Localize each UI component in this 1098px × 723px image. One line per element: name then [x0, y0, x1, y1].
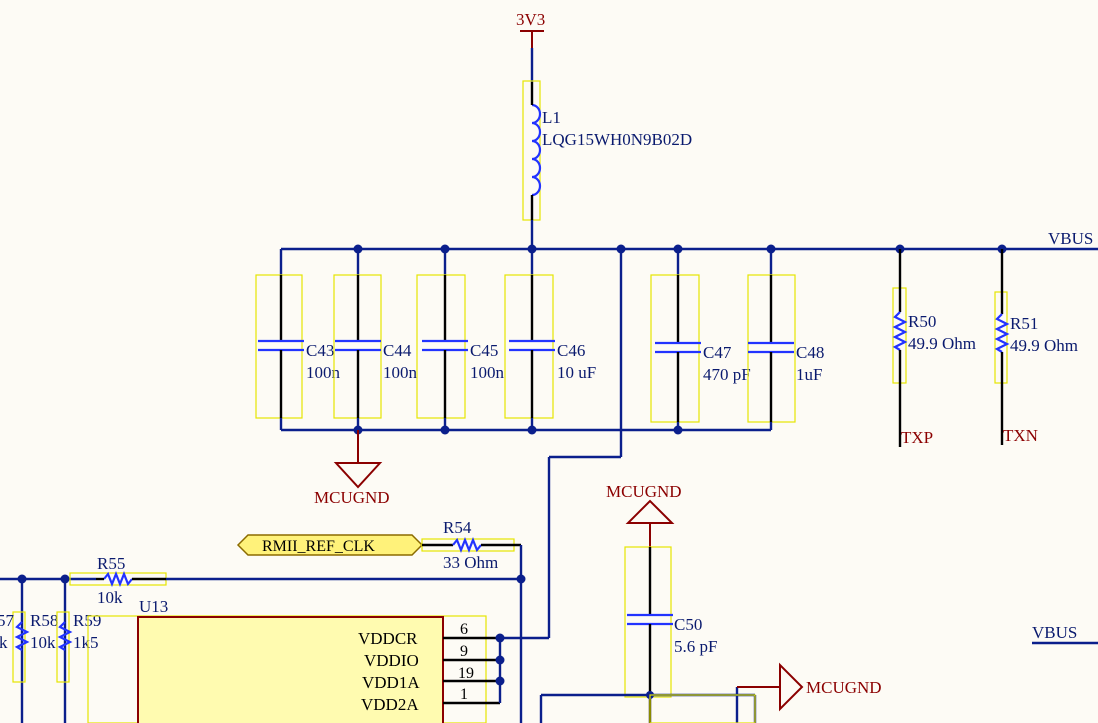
inductor-l1[interactable]: L1 LQG15WH0N9B02D [522, 80, 692, 221]
resistor-r57-partial[interactable]: 57 k [0, 611, 30, 683]
vbus-rail: VBUS [281, 229, 1098, 251]
resistor-r55[interactable]: R55 10k [69, 554, 167, 607]
power-label-3v3: 3V3 [516, 10, 545, 29]
cap-ref: C46 [557, 341, 585, 360]
net-label-txp: TXP [901, 428, 933, 447]
cap-value: 10 uF [557, 363, 596, 382]
ground-label: MCUGND [606, 482, 682, 501]
pin-number: 9 [460, 643, 468, 660]
cap-value: 100n [306, 363, 341, 382]
pin-name: VDDCR [358, 629, 418, 648]
res-value: 33 Ohm [443, 553, 498, 572]
res-value: 1k5 [73, 633, 99, 652]
pin-number: 19 [458, 665, 474, 682]
res-value: 49.9 Ohm [908, 334, 976, 353]
cap-ref: C47 [703, 343, 732, 362]
pin-name: VDD2A [361, 695, 419, 714]
power-port-3v3[interactable]: 3V3 [516, 10, 545, 48]
res-ref: R51 [1010, 314, 1038, 333]
ground-label: MCUGND [314, 488, 390, 507]
capacitor-c50[interactable]: C50 5.6 pF [624, 546, 717, 723]
res-ref: 57 [0, 611, 15, 630]
net-label-txn: TXN [1003, 426, 1038, 445]
capacitor-c44[interactable]: C44 100n [333, 274, 418, 419]
inductor-value: LQG15WH0N9B02D [542, 130, 692, 149]
capacitor-c43[interactable]: C43 100n [255, 274, 341, 419]
ground-symbol-c50[interactable]: MCUGND [606, 482, 682, 547]
cap-ref: C50 [674, 615, 702, 634]
ground-label: MCUGND [806, 678, 882, 697]
ic-u13[interactable]: U13 VDDCR VDDIO VDD1A VDD2A 6 9 19 1 [87, 597, 500, 723]
cap-value: 470 pF [703, 365, 751, 384]
svg-text:VBUS: VBUS [1032, 623, 1077, 642]
cap-value: 100n [383, 363, 418, 382]
inductor-ref: L1 [542, 108, 561, 127]
ic-ref: U13 [139, 597, 168, 616]
res-value: 10k [97, 588, 123, 607]
resistor-r59[interactable]: R59 1k5 [56, 611, 101, 683]
cap-ref: C45 [470, 341, 498, 360]
port-rmii-ref-clk[interactable]: RMII_REF_CLK [236, 534, 424, 556]
res-value: k [0, 633, 8, 652]
cap-value: 5.6 pF [674, 637, 717, 656]
cap-ref: C44 [383, 341, 412, 360]
res-ref: R50 [908, 312, 936, 331]
port-label: RMII_REF_CLK [262, 538, 375, 555]
ground-symbol-caps[interactable]: MCUGND [314, 430, 390, 507]
resistor-r51[interactable]: R51 49.9 Ohm TXN [994, 249, 1078, 445]
cap-ref: C43 [306, 341, 334, 360]
net-label-vbus-top: VBUS [1048, 229, 1093, 248]
net-label-vbus-right[interactable]: VBUS [1032, 623, 1098, 645]
cap-ref: C48 [796, 343, 824, 362]
ground-symbol-right[interactable]: MCUGND [737, 662, 882, 712]
res-ref: R54 [443, 518, 472, 537]
pin-name: VDDIO [364, 651, 419, 670]
resistor-r54[interactable]: R54 33 Ohm [421, 518, 521, 572]
pin-number: 6 [460, 621, 468, 638]
res-ref: R59 [73, 611, 101, 630]
cap-value: 1uF [796, 365, 822, 384]
res-value: 49.9 Ohm [1010, 336, 1078, 355]
capacitor-c45[interactable]: C45 100n [416, 274, 505, 419]
pin-number: 1 [460, 686, 468, 703]
resistor-r58: R58 10k [30, 611, 58, 652]
res-ref: R58 [30, 611, 58, 630]
cap-value: 100n [470, 363, 505, 382]
res-value: 10k [30, 633, 56, 652]
capacitor-c48[interactable]: C48 1uF [747, 274, 824, 423]
capacitor-c47[interactable]: C47 470 pF [650, 274, 751, 423]
capacitor-c46[interactable]: C46 10 uF [504, 274, 596, 419]
pin-name: VDD1A [362, 673, 420, 692]
res-ref: R55 [97, 554, 125, 573]
resistor-r50[interactable]: R50 49.9 Ohm TXP [892, 249, 976, 447]
